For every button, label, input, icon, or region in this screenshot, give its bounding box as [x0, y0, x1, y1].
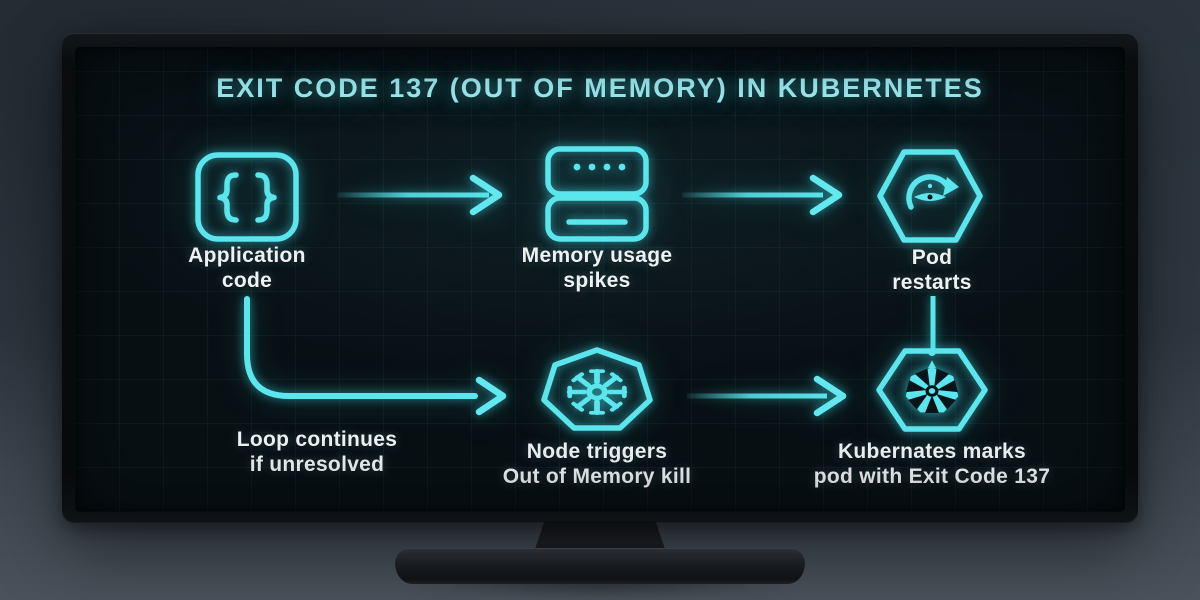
- page-title: EXIT CODE 137 (OUT OF MEMORY) IN KUBERNE…: [216, 73, 984, 103]
- monitor-stand-base: [395, 548, 805, 584]
- loop-connector-arrow: [244, 296, 507, 416]
- arrow-app-to-memory: [337, 174, 503, 216]
- oom-kill-label: Node triggers Out of Memory kill: [502, 440, 692, 488]
- application-code-label: Application code: [188, 244, 306, 292]
- arrow-node-to-mark: [687, 375, 847, 417]
- kubernetes-wheel-icon: [541, 347, 653, 431]
- kubernetes-hexagon-icon: [876, 348, 988, 432]
- monitor-screen: EXIT CODE 137 (OUT OF MEMORY) IN KUBERNE…: [75, 47, 1125, 512]
- restart-hexagon-icon: [877, 149, 983, 243]
- loop-label: Loop continues if unresolved: [236, 428, 398, 476]
- pod-restarts-label: Pod restarts: [892, 246, 972, 294]
- monitor-stand-neck: [534, 521, 666, 552]
- code-braces-icon: [195, 152, 299, 242]
- connector-overlay: [244, 174, 936, 417]
- memory-server-icon: [545, 146, 649, 242]
- memory-usage-label: Memory usage spikes: [521, 244, 673, 292]
- k8s-marks-label: Kubernates marks pod with Exit Code 137: [813, 440, 1051, 488]
- arrow-memory-to-pod: [682, 174, 843, 216]
